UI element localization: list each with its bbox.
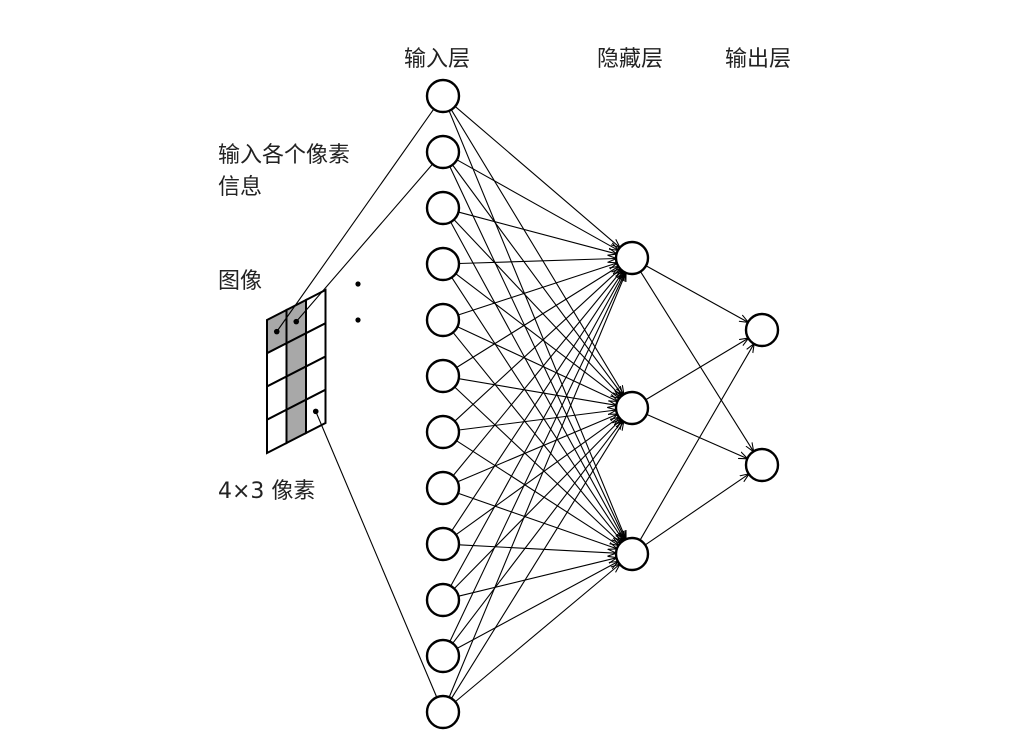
hidden-output-edge bbox=[646, 413, 748, 458]
pixel-link-line bbox=[276, 108, 435, 332]
input-hidden-edge bbox=[451, 271, 623, 531]
hidden-node bbox=[614, 390, 650, 426]
input-hidden-edge bbox=[454, 105, 620, 247]
input-hidden-edge bbox=[454, 386, 621, 543]
input-node bbox=[425, 358, 461, 394]
input-hidden-edge bbox=[458, 259, 616, 265]
output-node bbox=[744, 312, 780, 348]
ellipsis-dot bbox=[355, 317, 361, 323]
pixel-dot bbox=[312, 408, 319, 415]
input-pixels-label-line1: 输入各个像素 bbox=[218, 143, 350, 168]
input-hidden-edge bbox=[457, 492, 617, 548]
pixel-to-input-links bbox=[273, 108, 438, 698]
hidden-layer-title: 隐藏层 bbox=[597, 47, 663, 72]
input-node bbox=[425, 190, 461, 226]
input-hidden-edge bbox=[456, 159, 618, 250]
input-node bbox=[425, 302, 461, 338]
input-hidden-edge bbox=[458, 211, 616, 254]
input-hidden-edge bbox=[452, 164, 623, 395]
input-hidden-edge bbox=[448, 273, 626, 698]
hidden-node bbox=[614, 240, 650, 276]
input-hidden-edge bbox=[457, 326, 618, 401]
input-hidden-edge bbox=[450, 272, 625, 587]
input-hidden-edge bbox=[458, 263, 617, 316]
pixel-dot bbox=[273, 328, 280, 335]
pixel-image-grid bbox=[266, 288, 327, 455]
image-label: 图像 bbox=[218, 269, 262, 294]
input-node bbox=[425, 414, 461, 450]
input-hidden-edge bbox=[451, 277, 624, 540]
input-hidden-edge bbox=[450, 422, 623, 699]
input-hidden-edge bbox=[457, 414, 618, 483]
input-hidden-edge bbox=[450, 221, 625, 540]
ellipsis-dot bbox=[355, 281, 361, 287]
input-layer-title: 输入层 bbox=[404, 47, 470, 72]
input-hidden-edge bbox=[456, 440, 618, 546]
input-hidden-edge bbox=[452, 332, 622, 541]
input-hidden-edge bbox=[450, 109, 623, 395]
input-hidden-edge bbox=[456, 266, 619, 368]
input-hidden-edge bbox=[452, 270, 622, 476]
input-node bbox=[425, 470, 461, 506]
input-hidden-edge bbox=[453, 219, 621, 397]
input-hidden-edge bbox=[458, 558, 617, 597]
input-hidden-edge bbox=[449, 166, 625, 539]
input-node bbox=[425, 246, 461, 282]
hidden-output-edge bbox=[639, 344, 754, 541]
input-hidden-edge bbox=[458, 410, 616, 431]
hidden-output-edge bbox=[645, 338, 749, 401]
input-node bbox=[425, 526, 461, 562]
pixels-size-label: 4×3 像素 bbox=[218, 479, 315, 504]
pixel-link-line bbox=[315, 411, 438, 698]
input-hidden-edge bbox=[453, 419, 621, 589]
input-hidden-edge bbox=[458, 544, 616, 553]
input-hidden-edge bbox=[449, 272, 625, 642]
pixel-link-line bbox=[295, 163, 433, 322]
input-node bbox=[425, 638, 461, 674]
input-node bbox=[425, 78, 461, 114]
input-hidden-edge bbox=[448, 110, 626, 539]
input-node bbox=[425, 134, 461, 170]
input-hidden-edge bbox=[452, 421, 623, 644]
output-node bbox=[744, 447, 780, 483]
input-hidden-edge bbox=[456, 562, 618, 649]
pixel-dot bbox=[293, 318, 300, 325]
hidden-output-edge bbox=[644, 474, 749, 546]
hidden-node bbox=[614, 536, 650, 572]
connection-edges bbox=[448, 105, 754, 703]
input-hidden-edge bbox=[458, 378, 616, 406]
network-nodes bbox=[425, 78, 780, 730]
input-hidden-edge bbox=[455, 273, 620, 399]
input-node bbox=[425, 582, 461, 618]
input-pixels-label-line2: 信息 bbox=[218, 175, 262, 200]
hidden-output-edge bbox=[645, 265, 748, 322]
output-layer-title: 输出层 bbox=[725, 47, 791, 72]
hidden-output-edge bbox=[640, 271, 754, 452]
input-node bbox=[425, 694, 461, 730]
input-hidden-edge bbox=[454, 269, 620, 422]
input-hidden-edge bbox=[455, 417, 619, 536]
input-hidden-edge bbox=[454, 564, 619, 703]
